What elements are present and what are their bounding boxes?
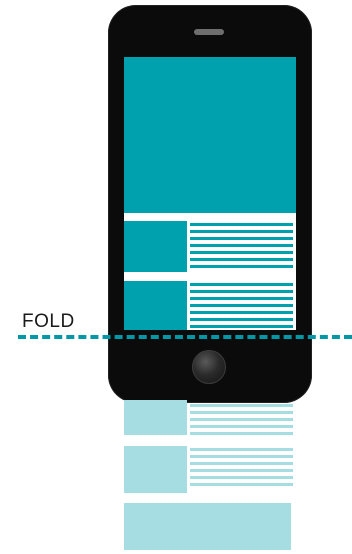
content-thumbnail-2	[124, 281, 187, 330]
hero-block	[124, 57, 296, 213]
text-line	[190, 283, 293, 286]
faded-text-line	[190, 448, 293, 451]
text-line	[190, 325, 293, 328]
text-line	[190, 258, 293, 261]
faded-text-line	[190, 455, 293, 458]
text-line	[190, 223, 293, 226]
faded-text-line	[190, 411, 293, 414]
faded-text-line	[190, 418, 293, 421]
text-line	[190, 251, 293, 254]
text-line	[190, 297, 293, 300]
faded-text-line	[190, 425, 293, 428]
fold-line	[18, 335, 352, 339]
home-button-icon	[192, 350, 226, 384]
content-thumbnail-1	[124, 221, 187, 272]
fold-label: FOLD	[22, 311, 75, 333]
faded-text-line	[190, 462, 293, 465]
faded-text-line	[190, 404, 293, 407]
faded-thumbnail-2	[124, 446, 187, 493]
text-line	[190, 265, 293, 268]
text-line	[190, 230, 293, 233]
text-line	[190, 244, 293, 247]
text-line	[190, 304, 293, 307]
speaker-icon	[194, 29, 224, 35]
faded-text-line	[190, 432, 293, 435]
text-line	[190, 311, 293, 314]
text-line	[190, 318, 293, 321]
faded-banner-block	[124, 503, 291, 550]
faded-text-line	[190, 469, 293, 472]
faded-text-line	[190, 476, 293, 479]
text-line	[190, 290, 293, 293]
faded-text-line	[190, 483, 293, 486]
faded-thumbnail-1	[124, 400, 187, 435]
text-line	[190, 237, 293, 240]
